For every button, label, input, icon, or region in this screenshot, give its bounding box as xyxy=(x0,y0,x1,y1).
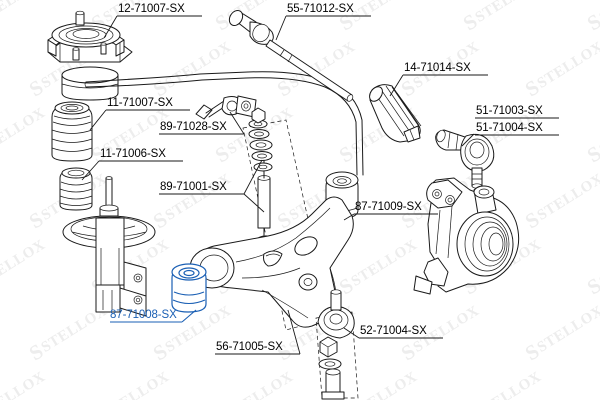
leader-lines xyxy=(81,15,559,355)
part-stabilizer-link-upper xyxy=(195,95,257,120)
part-label-control-arm-bush-front: 87-71008-SX xyxy=(110,309,177,321)
part-outer-tie-rod-end xyxy=(435,129,495,189)
part-bush-front-highlighted xyxy=(171,263,207,313)
part-label-strut-mount: 12-71007-SX xyxy=(118,3,185,15)
part-label-stabilizer-link: 89-71028-SX xyxy=(160,121,227,133)
part-steering-knuckle xyxy=(413,177,520,295)
part-bump-stop-large xyxy=(51,101,93,162)
part-label-lower-ball-joint: 52-71004-SX xyxy=(360,325,427,337)
part-ball-joint xyxy=(315,289,359,400)
part-bump-stop-small xyxy=(59,167,93,211)
part-label-outer-tie-rod-end: 51-71003-SX xyxy=(476,105,543,117)
part-strut-assembly xyxy=(62,176,156,317)
part-steering-boot xyxy=(369,84,422,143)
part-label-bump-stop-large: 11-71007-SX xyxy=(107,97,173,109)
part-inner-tie-rod xyxy=(228,10,354,102)
part-label-control-arm-bush-rear: 87-71009-SX xyxy=(355,201,422,213)
part-label-bump-stop-small: 11-71006-SX xyxy=(100,148,166,160)
part-label-outer-tie-rod-end-alt: 51-71004-SX xyxy=(476,122,543,134)
part-label-steering-rack-boot: 14-71014-SX xyxy=(404,62,471,74)
part-label-inner-tie-rod: 55-71012-SX xyxy=(287,3,354,15)
part-label-lower-control-arm: 56-71005-SX xyxy=(216,341,283,353)
part-strut-mount xyxy=(47,10,133,101)
part-label-stabilizer-link-kit: 89-71001-SX xyxy=(160,181,227,193)
